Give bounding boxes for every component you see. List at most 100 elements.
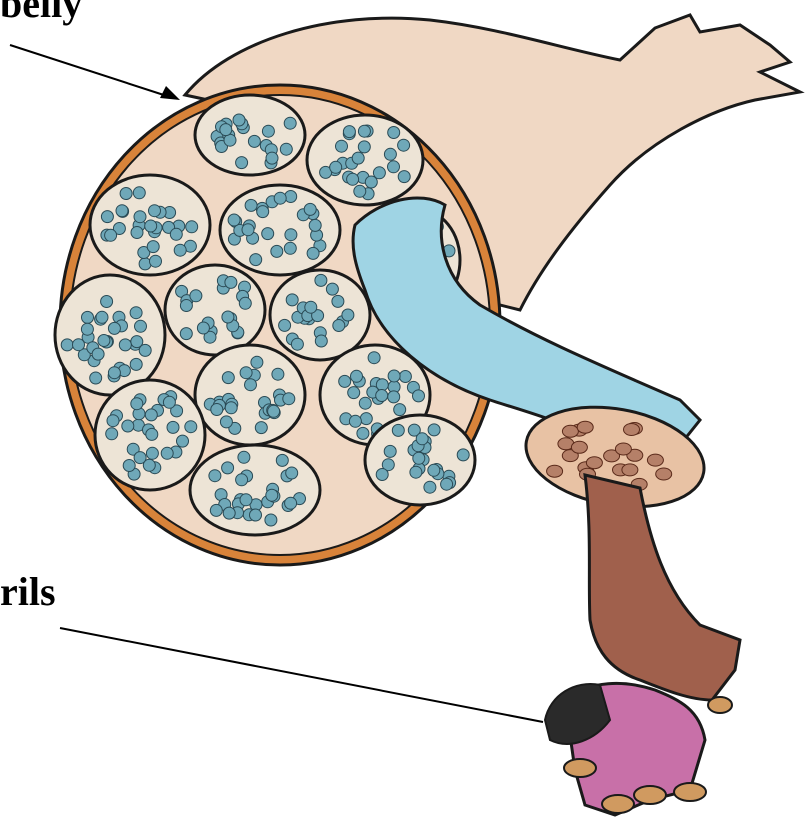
fiber-dot [428, 464, 440, 476]
fiber-dot [211, 404, 223, 416]
fiber-dot [343, 126, 355, 138]
fiber-dot [220, 416, 232, 428]
fiber-dot [131, 398, 143, 410]
fiber-dot [304, 203, 316, 215]
cut-cell [586, 457, 602, 469]
fiber-dot [286, 467, 298, 479]
fiber-dot [161, 447, 173, 459]
fiber-dot [286, 294, 298, 306]
fiber-dot [354, 185, 366, 197]
fiber-dot [146, 447, 158, 459]
fiber-dot [257, 206, 269, 218]
fiber-dot [222, 462, 234, 474]
fiber-dot [262, 228, 274, 240]
fiber-dot [120, 188, 132, 200]
fiber-dot [133, 187, 145, 199]
fiber-dot [163, 396, 175, 408]
label-fibrils: rils [0, 572, 56, 612]
fiber-dot [123, 460, 135, 472]
fiber-dot [291, 338, 303, 350]
fiber-dot [186, 221, 198, 233]
fiber-dot [222, 372, 234, 384]
fiber-dot [223, 507, 235, 519]
fiber-dot [251, 356, 263, 368]
fiber-dot [285, 191, 297, 203]
fiber-dot [388, 370, 400, 382]
fiber-dot [225, 276, 237, 288]
fiber-dot [276, 454, 288, 466]
fiber-dot [92, 348, 104, 360]
fiber-dot [106, 428, 118, 440]
fiber-dot [245, 199, 257, 211]
cut-cell [577, 421, 593, 433]
fiber-dot [119, 339, 131, 351]
cut-cell [647, 454, 663, 466]
fascicle [190, 445, 320, 535]
cut-cell [656, 468, 672, 480]
fiber-dot [73, 339, 85, 351]
fiber-dot [376, 469, 388, 481]
fiber-dot [225, 402, 237, 414]
fiber-dot [352, 152, 364, 164]
fiber-dot [238, 451, 250, 463]
fiber-dot [413, 452, 425, 464]
fiber-dot [101, 211, 113, 223]
fiber-dot [332, 295, 344, 307]
fiber-dot [280, 143, 292, 155]
fiber-dot [359, 397, 371, 409]
cut-cell [571, 441, 587, 453]
fiber-dot [228, 214, 240, 226]
fiber-dot [330, 161, 342, 173]
fiber-dot [167, 421, 179, 433]
fiber-dot [108, 322, 120, 334]
fiber-dot [336, 140, 348, 152]
fiber-dot [265, 514, 277, 526]
fiber-dot [399, 371, 411, 383]
fiber-dot [82, 311, 94, 323]
fiber-dot [342, 309, 354, 321]
fiber-dot [413, 390, 425, 402]
fiber-dot [108, 367, 120, 379]
fiber-dot [285, 229, 297, 241]
fiber-dot [266, 489, 278, 501]
fiber-dot [135, 320, 147, 332]
fiber-dot [220, 124, 232, 136]
fiber-dot [98, 335, 110, 347]
fiber-dot [392, 424, 404, 436]
fiber-dot [81, 323, 93, 335]
fiber-dot [388, 161, 400, 173]
fiber-dot [384, 148, 396, 160]
fiber-dot [307, 247, 319, 259]
fiber-dot [190, 290, 202, 302]
label-belly: belly [0, 0, 82, 24]
fiber-dot [284, 242, 296, 254]
fiber-dot [239, 297, 251, 309]
fiber-dot [210, 504, 222, 516]
fiber-dot [388, 127, 400, 139]
fiber-dot [365, 176, 377, 188]
fiber-dot [384, 445, 396, 457]
fiber-dot [398, 171, 410, 183]
fiber-dot [236, 157, 248, 169]
fiber-dot [368, 352, 380, 364]
fiber-dot [274, 192, 286, 204]
fiber-dot [147, 241, 159, 253]
fiber-dot [272, 368, 284, 380]
fiber-dot [130, 358, 142, 370]
fiber-dot [428, 424, 440, 436]
fiber-dot [416, 433, 428, 445]
fiber-dot [279, 319, 291, 331]
fiber-dot [174, 244, 186, 256]
fiber-dot [96, 311, 108, 323]
fiber-dot [262, 125, 274, 137]
fiber-dot [105, 229, 117, 241]
fiber-dot [388, 391, 400, 403]
fiber-dot [255, 422, 267, 434]
fiber-dot [457, 449, 469, 461]
fiber-dot [441, 478, 453, 490]
pointer-line-top [10, 45, 170, 97]
fiber-dot [424, 481, 436, 493]
fiber-dot [197, 322, 209, 334]
fiber-dot [107, 415, 119, 427]
